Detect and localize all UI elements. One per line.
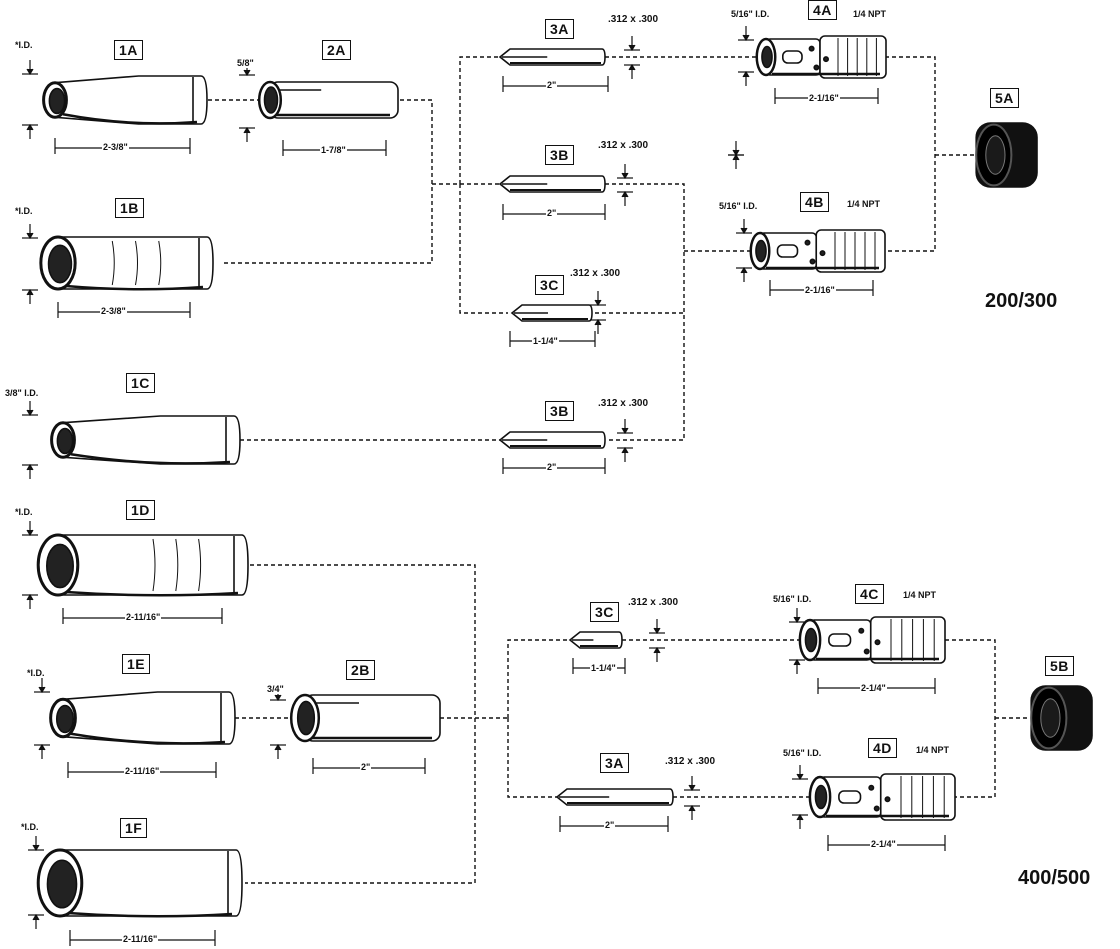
contact-tip-3C-top [510,304,593,322]
part-label-4D: 4D [868,738,897,758]
dim-3C-top-length: 1-1/4" [532,336,559,346]
dim-4B-id: 5/16" I.D. [718,201,759,211]
dim-1B-id: *I.D. [14,206,34,216]
dim-2B-length: 2" [360,762,372,772]
part-label-3B-lower: 3B [545,401,574,421]
dim-3A-bottom-spec: .312 x .300 [665,756,716,767]
diffuser-4B [749,229,886,273]
part-label-3C-top: 3C [535,275,564,295]
retaining-ring-5A [975,122,1038,188]
dim-3B-top-spec: .312 x .300 [598,140,649,151]
dim-1A-id: *I.D. [14,40,34,50]
contact-tip-3B-lower [498,431,606,449]
adapter-2B [289,693,441,743]
nozzle-1B [39,235,214,291]
part-label-3A-top: 3A [545,19,574,39]
part-label-5A: 5A [990,88,1019,108]
dim-1F-length: 2-11/16" [122,934,159,944]
dim-4C-npt: 1/4 NPT [902,590,938,600]
dim-1D-length: 2-11/16" [125,612,162,622]
dim-2A-id: 5/8" [236,58,255,68]
part-label-4A: 4A [808,0,837,20]
part-label-5B: 5B [1045,656,1074,676]
dim-4A-id: 5/16" I.D. [730,9,771,19]
part-label-3A-bottom: 3A [600,753,629,773]
dim-3A-top-spec: .312 x .300 [608,14,659,25]
part-label-4C: 4C [855,584,884,604]
dim-2B-id: 3/4" [266,684,285,694]
part-label-4B: 4B [800,192,829,212]
contact-tip-3B-top [498,175,606,193]
dim-4D-npt: 1/4 NPT [915,745,951,755]
dim-4C-id: 5/16" I.D. [772,594,813,604]
adapter-2A [257,80,399,120]
part-label-1D: 1D [126,500,155,520]
part-label-1F: 1F [120,818,148,838]
dim-1A-length: 2-3/8" [102,142,129,152]
part-label-1C: 1C [126,373,155,393]
dim-3C-bottom-spec: .312 x .300 [628,597,679,608]
group-label-400-500: 400/500 [1018,867,1091,889]
dim-3B-top-length: 2" [546,208,558,218]
nozzle-1A [42,75,208,125]
dim-2A-length: 1-7/8" [320,145,347,155]
dim-3B-lower-spec: .312 x .300 [598,398,649,409]
part-label-3B-top: 3B [545,145,574,165]
nozzle-1F [36,848,243,918]
diffuser-4C [798,616,946,664]
dim-3C-bottom-length: 1-1/4" [590,663,617,673]
dim-1B-length: 2-3/8" [100,306,127,316]
nozzle-1D [36,533,249,597]
dim-1C-id: 3/8" I.D. [4,388,40,398]
part-label-1A: 1A [114,40,143,60]
contact-tip-3A-bottom [555,788,674,806]
dim-4C-length: 2-1/4" [860,683,887,693]
dim-3C-top-spec: .312 x .300 [570,268,621,279]
part-label-2B: 2B [346,660,375,680]
contact-tip-3C-bottom [568,631,623,649]
contact-tip-3A-top [498,48,606,66]
dim-1F-id: *I.D. [20,822,40,832]
dim-4A-npt: 1/4 NPT [852,9,888,19]
nozzle-1C [50,415,241,465]
part-label-1B: 1B [115,198,144,218]
dim-4D-length: 2-1/4" [870,839,897,849]
part-label-3C-bottom: 3C [590,602,619,622]
dim-1E-id: *I.D. [26,668,46,678]
part-label-2A: 2A [322,40,351,60]
dim-4B-npt: 1/4 NPT [846,199,882,209]
dim-3B-lower-length: 2" [546,462,558,472]
dim-4A-length: 2-1/16" [808,93,840,103]
group-label-200-300: 200/300 [985,290,1058,312]
dim-1E-length: 2-11/16" [124,766,161,776]
diffuser-4D [808,773,956,821]
part-label-1E: 1E [122,654,151,674]
dim-3A-bottom-length: 2" [604,820,616,830]
dim-4D-id: 5/16" I.D. [782,748,823,758]
nozzle-1E [49,691,236,745]
connector-lines [208,56,1030,884]
dim-3A-top-length: 2" [546,80,558,90]
dim-4B-length: 2-1/16" [804,285,836,295]
diffuser-4A [755,35,887,79]
dim-1D-id: *I.D. [14,507,34,517]
retaining-ring-5B [1030,685,1093,751]
